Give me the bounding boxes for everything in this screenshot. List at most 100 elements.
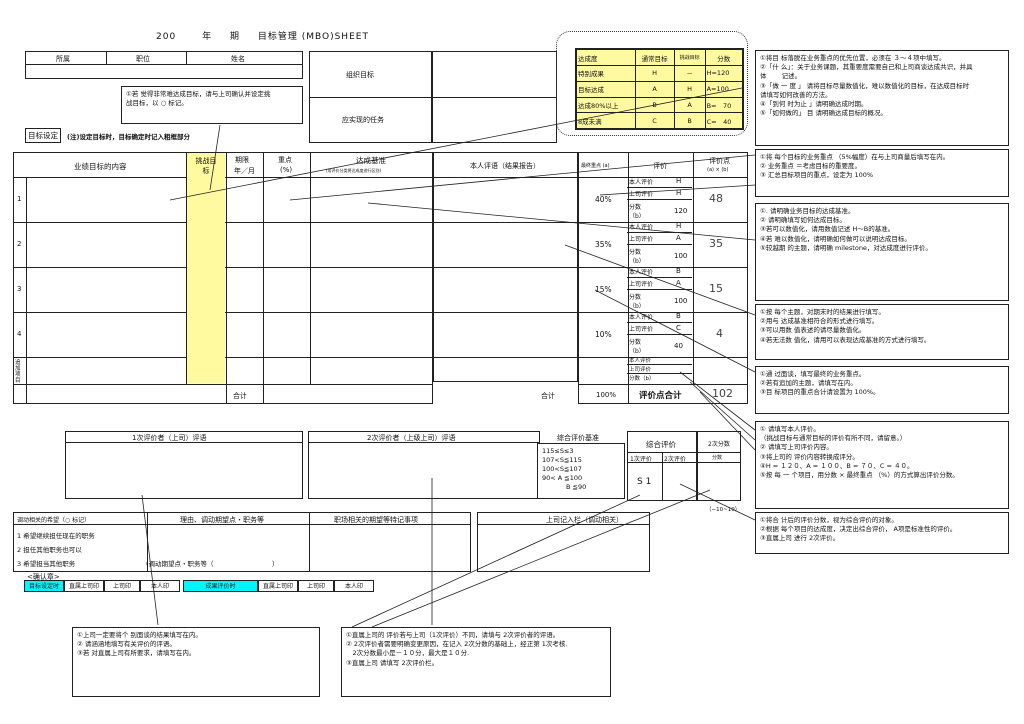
final-weight-4: 10% [595, 330, 612, 339]
position-label: 职位 [136, 55, 150, 63]
goal-table-left: 业绩目标的内容 挑战目标 期限 年／月 重点 (%) 达成基准 (用评价分类将达… [13, 152, 433, 404]
tasks-label: 应实现的任务 [342, 116, 384, 124]
note-evaluation: ① 请填写本人评价。（挑战目标与通常目标的评价有所不同，请留意。）② 请填写上司… [755, 421, 1009, 509]
legend-cell: B [634, 96, 675, 114]
legend-cell: H [634, 65, 675, 82]
note-first-comment: ①上司一定要将个 别面谈的结果填写在内。② 请涵涵地填写有关评价的评语。③若 对… [72, 627, 320, 697]
note-weight: ①将 每个目标的业务重点 （5%幅度）在与上司商量后填写在内。② 业务重点 ＝考… [755, 149, 1009, 197]
total-weight: 100% [596, 391, 617, 399]
stamp-direct-boss-1[interactable]: 直属上司印 [64, 580, 104, 592]
org-goal-input-box[interactable] [432, 51, 557, 143]
first-comment-label: 1次评价者（上司）评语 [132, 434, 207, 442]
points-4: 4 [716, 327, 723, 340]
stamp-result-eval[interactable]: 成果评价时 [183, 580, 258, 592]
total-label-right: 合计 [541, 392, 555, 400]
stamp-boss-1[interactable]: 上司印 [104, 580, 140, 592]
legend-cell: H [673, 80, 706, 98]
legend-cell: 8成未满 [576, 112, 636, 129]
title-qi: 期 [229, 32, 240, 42]
legend-header-achievement: 达成度 [576, 49, 636, 66]
final-weight-2: 35% [595, 240, 612, 249]
col-deadline: 期限 [235, 156, 249, 164]
wish-item-3-extra: （调动期望点・职务等（ ） [142, 560, 279, 568]
final-weight-1: 40% [595, 195, 612, 204]
col-points-sub: (a) × (b) [707, 167, 729, 173]
self-comment-column[interactable]: 本人评语（结果报告） [433, 152, 578, 382]
legend-cell: A=100 [704, 80, 744, 98]
legend-cell: C= 40 [704, 112, 744, 129]
name-label: 姓名 [231, 55, 245, 63]
legend-header-score: 分数 [704, 49, 744, 66]
legend-cell: 达成80%以上 [576, 96, 636, 114]
stamp-self-1[interactable]: 本人印 [140, 580, 180, 592]
col-criteria: 达成基准 [356, 156, 386, 165]
row-additional: 追加项目 [15, 360, 21, 384]
final-weight-3: 15% [595, 285, 612, 294]
title-sheet: 目标管理 (MBO)SHEET [257, 32, 369, 42]
legend-cell: C [634, 112, 675, 129]
wish-item-2: 2 担任其他职务也可以 [17, 546, 82, 554]
page-title: 200 年 期 目标管理 (MBO)SHEET [156, 29, 369, 42]
note-final-weight: ①通 过面谈，填写最终的业务重点。②若有追加的主题，请填写在内。③目 标项目的重… [755, 366, 1009, 414]
criteria-line: 100<S≦107 [542, 465, 582, 473]
first-evaluator-comment[interactable]: 1次评价者（上司）评语 [65, 431, 303, 499]
wish-title: 调动相关的希望（○ 标记） [17, 517, 91, 524]
legend-cell: B [673, 112, 706, 129]
total-points-value: 102 [712, 387, 733, 400]
row-number: 1 [17, 195, 22, 203]
overall-first: 1次评价 [630, 456, 652, 463]
col-criteria-sub: (用评价分类将达成度进行区别) [326, 168, 382, 173]
legend-header-normal: 通常目标 [634, 49, 675, 66]
total-label: 合计 [233, 392, 247, 400]
boss-transfer-box[interactable]: 上司记入栏（调动相关） [477, 512, 650, 572]
org-goal-label: 组织目标 [346, 71, 374, 79]
legend-cell: H=120 [704, 65, 744, 82]
col-final-weight: 最终重点 (a) [581, 163, 610, 169]
stamp-direct-boss-2[interactable]: 直属上司印 [258, 580, 298, 592]
title-year: 200 [156, 32, 177, 42]
second-evaluator-comment[interactable]: 2次评价者（上级上司）评语 [308, 431, 540, 499]
wish-workplace: 职场相关的期望等特记事项 [334, 516, 418, 524]
points-2: 35 [709, 237, 723, 250]
legend-cell: A [673, 96, 706, 114]
wish-item-1: 1 希望继续担任现在的职务 [17, 532, 95, 540]
wish-reason: 理由、调动期望点・职务等 [180, 516, 264, 524]
note-goal-content: ①将目 标落脱在业务重点的优先位置，必须在 ３～４项中填写。②「什 么」：关于业… [755, 50, 1009, 146]
eval-row-additional: 本人评价 上司评价 分数（b） [627, 356, 692, 384]
criteria-box: 115≤S≤3 107<S≦115 100<S≦107 90< A ≦100 B… [537, 443, 625, 499]
points-1: 48 [709, 192, 723, 205]
goal-setting-button[interactable]: 目标设定 [25, 128, 61, 143]
note-criteria: ①. 请明确业务目标的达成基准。② 请明确填写如何达成目标。③若可以数值化，请用… [755, 203, 1009, 301]
stamp-goal-set[interactable]: 目标设定时 [24, 580, 64, 592]
criteria-title: 综合评价基准 [557, 434, 599, 442]
overall-eval-title: 综合评价 [646, 440, 676, 449]
row-number: 4 [17, 330, 22, 338]
overall-second: 2次评价 [664, 456, 686, 463]
col-weight-sub: (%) [280, 166, 293, 174]
col-weight: 重点 [278, 156, 292, 164]
note-self-comment: ①按 每个主题，对期末时的结果进行填写。②用与 达成基准相符合的形式进行填写。③… [755, 304, 1009, 360]
criteria-line: 90< A ≦100 [542, 474, 583, 482]
col-challenge: 挑战目标 [195, 157, 217, 175]
stamp-boss-2[interactable]: 上司印 [298, 580, 334, 592]
transfer-wish-table: 调动相关的希望（○ 标记） 理由、调动期望点・职务等 职场相关的期望等特记事项 … [13, 512, 471, 572]
adjust-title: 2次分数 [708, 441, 730, 448]
adjust-score-box: 2次分数 分数 [697, 431, 741, 501]
dept-label: 所属 [56, 55, 70, 63]
col-self-comment: 本人评语（结果报告） [470, 162, 540, 170]
second-comment-label: 2次评价者（上级上司）评语 [367, 434, 456, 442]
adjust-sub: 分数 [712, 455, 723, 461]
legend-cell: － [673, 65, 706, 82]
title-nian: 年 [202, 32, 213, 42]
confirm-title: <确认章> [27, 573, 60, 581]
stamp-self-2[interactable]: 本人印 [334, 580, 374, 592]
wish-item-3: 3 希望担当其他职务 [17, 560, 76, 568]
total-points-label: 评价点合计 [639, 391, 682, 401]
challenge-note: ①若 觉得非常难达成目标，请与上司确认并设定挑战目标，以 ○ 标记。 [121, 86, 303, 124]
col-eval: 评价 [653, 162, 667, 170]
